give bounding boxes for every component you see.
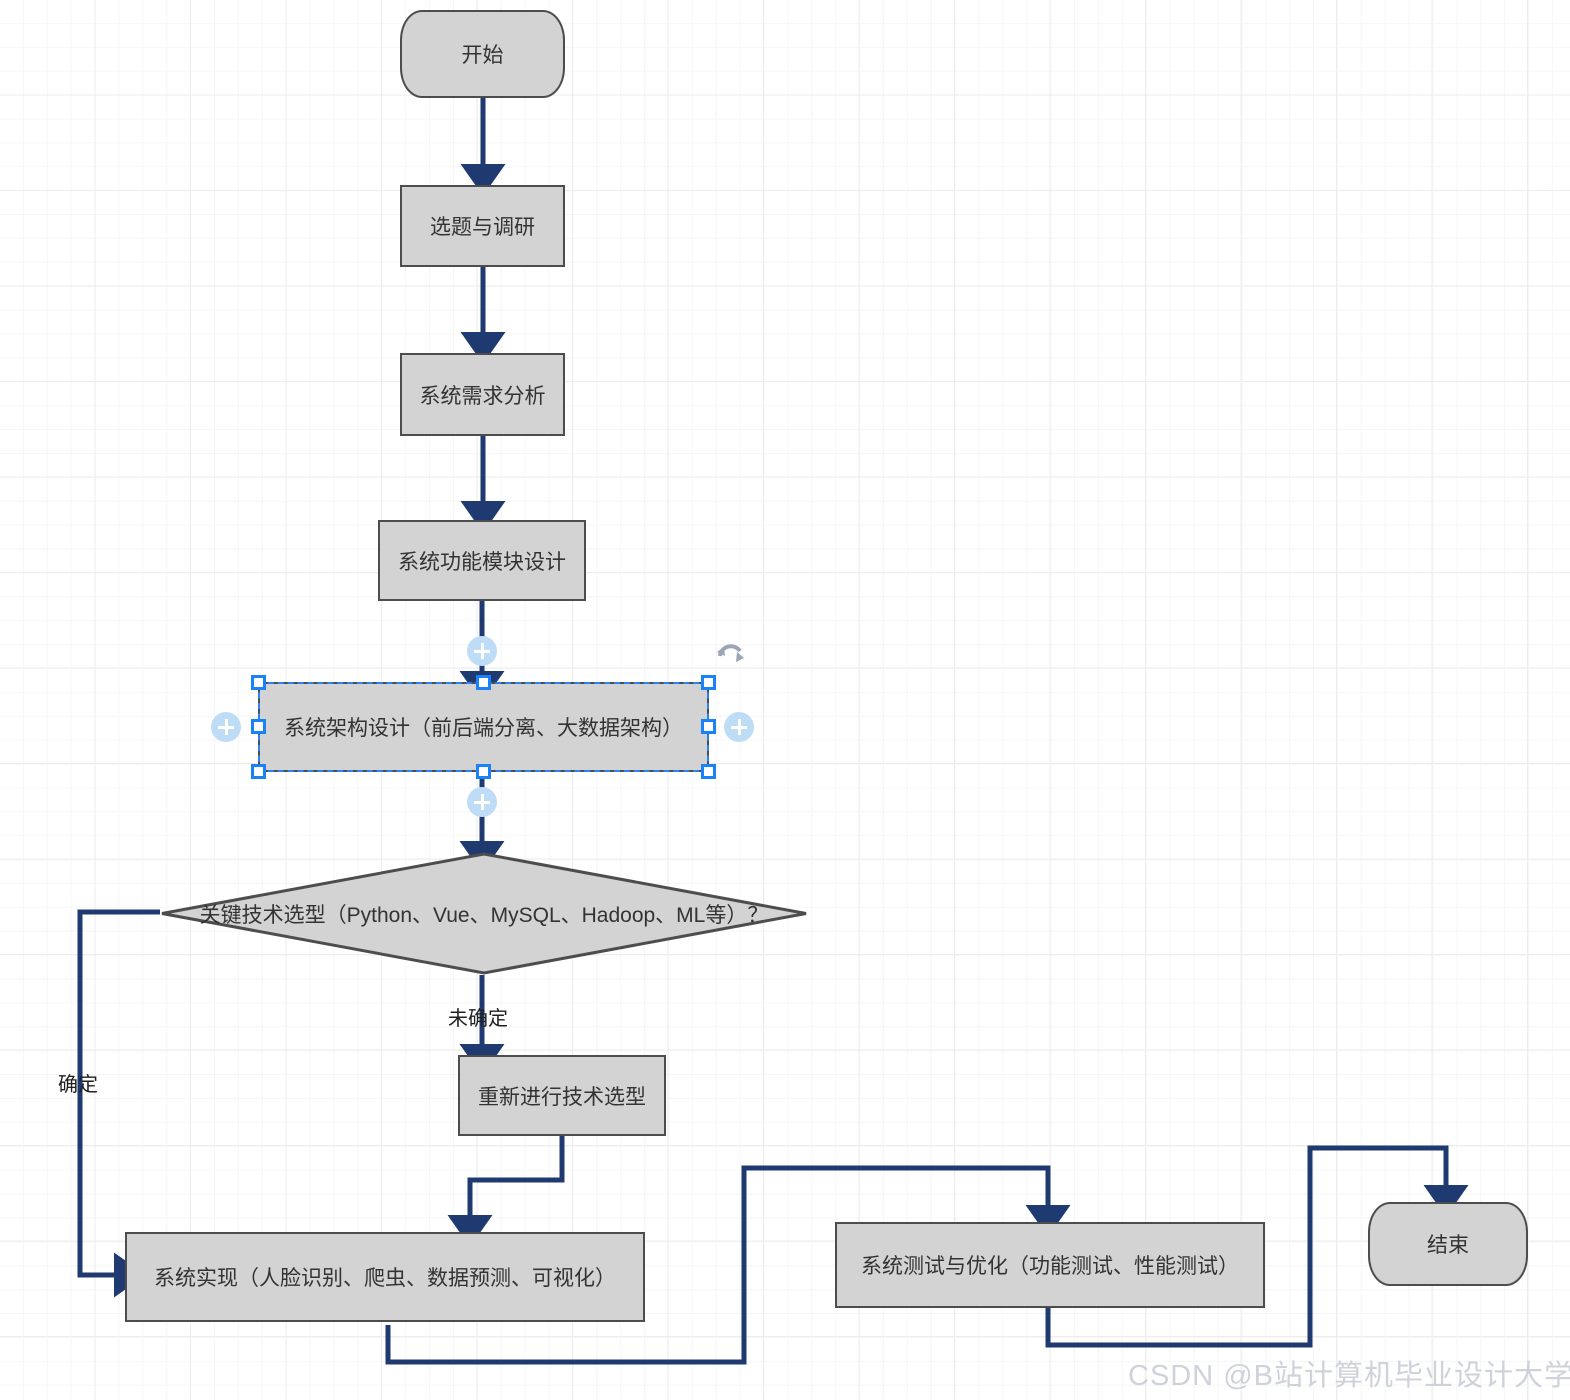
node-requirement-analysis[interactable]: 系统需求分析 [400,353,565,436]
node-module-design-label: 系统功能模块设计 [398,550,566,574]
node-system-implementation[interactable]: 系统实现（人脸识别、爬虫、数据预测、可视化） [125,1232,645,1322]
plus-connector-icon-right[interactable] [724,712,754,742]
resize-handle-top-left[interactable] [251,675,266,690]
resize-handle-top-right[interactable] [701,675,716,690]
node-tech-decision[interactable] [160,852,808,975]
node-start-label: 开始 [461,44,504,67]
node-architecture-design-label: 系统架构设计（前后端分离、大数据架构） [284,717,683,740]
node-requirement-analysis-label: 系统需求分析 [419,384,546,408]
node-start[interactable]: 开始 [400,10,565,98]
node-topic-research[interactable]: 选题与调研 [400,185,565,267]
node-tech-decision-label: 关键技术选型（Python、Vue、MySQL、Hadoop、ML等）？ [199,904,769,927]
plus-connector-icon-bottom[interactable] [467,787,497,817]
rotate-icon[interactable] [713,640,747,670]
node-system-test-label: 系统测试与优化（功能测试、性能测试） [861,1255,1239,1278]
node-topic-research-label: 选题与调研 [430,216,535,239]
node-architecture-design[interactable]: 系统架构设计（前后端分离、大数据架构） [258,682,709,772]
edge-label-undetermined: 未确定 [448,1008,508,1030]
node-end-label: 结束 [1427,1234,1469,1257]
node-end[interactable]: 结束 [1368,1202,1528,1286]
node-reselect-tech-label: 重新进行技术选型 [478,1085,646,1109]
node-system-implementation-label: 系统实现（人脸识别、爬虫、数据预测、可视化） [154,1267,616,1290]
node-module-design[interactable]: 系统功能模块设计 [378,520,586,601]
node-reselect-tech[interactable]: 重新进行技术选型 [458,1055,666,1136]
resize-handle-bottom-right[interactable] [701,764,716,779]
resize-handle-bottom-center[interactable] [476,764,491,779]
node-system-test[interactable]: 系统测试与优化（功能测试、性能测试） [835,1222,1265,1308]
plus-connector-icon-left[interactable] [211,712,241,742]
resize-handle-top-center[interactable] [476,675,491,690]
resize-handle-middle-right[interactable] [701,719,716,734]
resize-handle-middle-left[interactable] [251,719,266,734]
resize-handle-bottom-left[interactable] [251,764,266,779]
edge-label-determined: 确定 [58,1074,98,1096]
plus-connector-icon-top[interactable] [467,636,497,666]
watermark: CSDN @B站计算机毕业设计大学 [1128,1360,1570,1392]
